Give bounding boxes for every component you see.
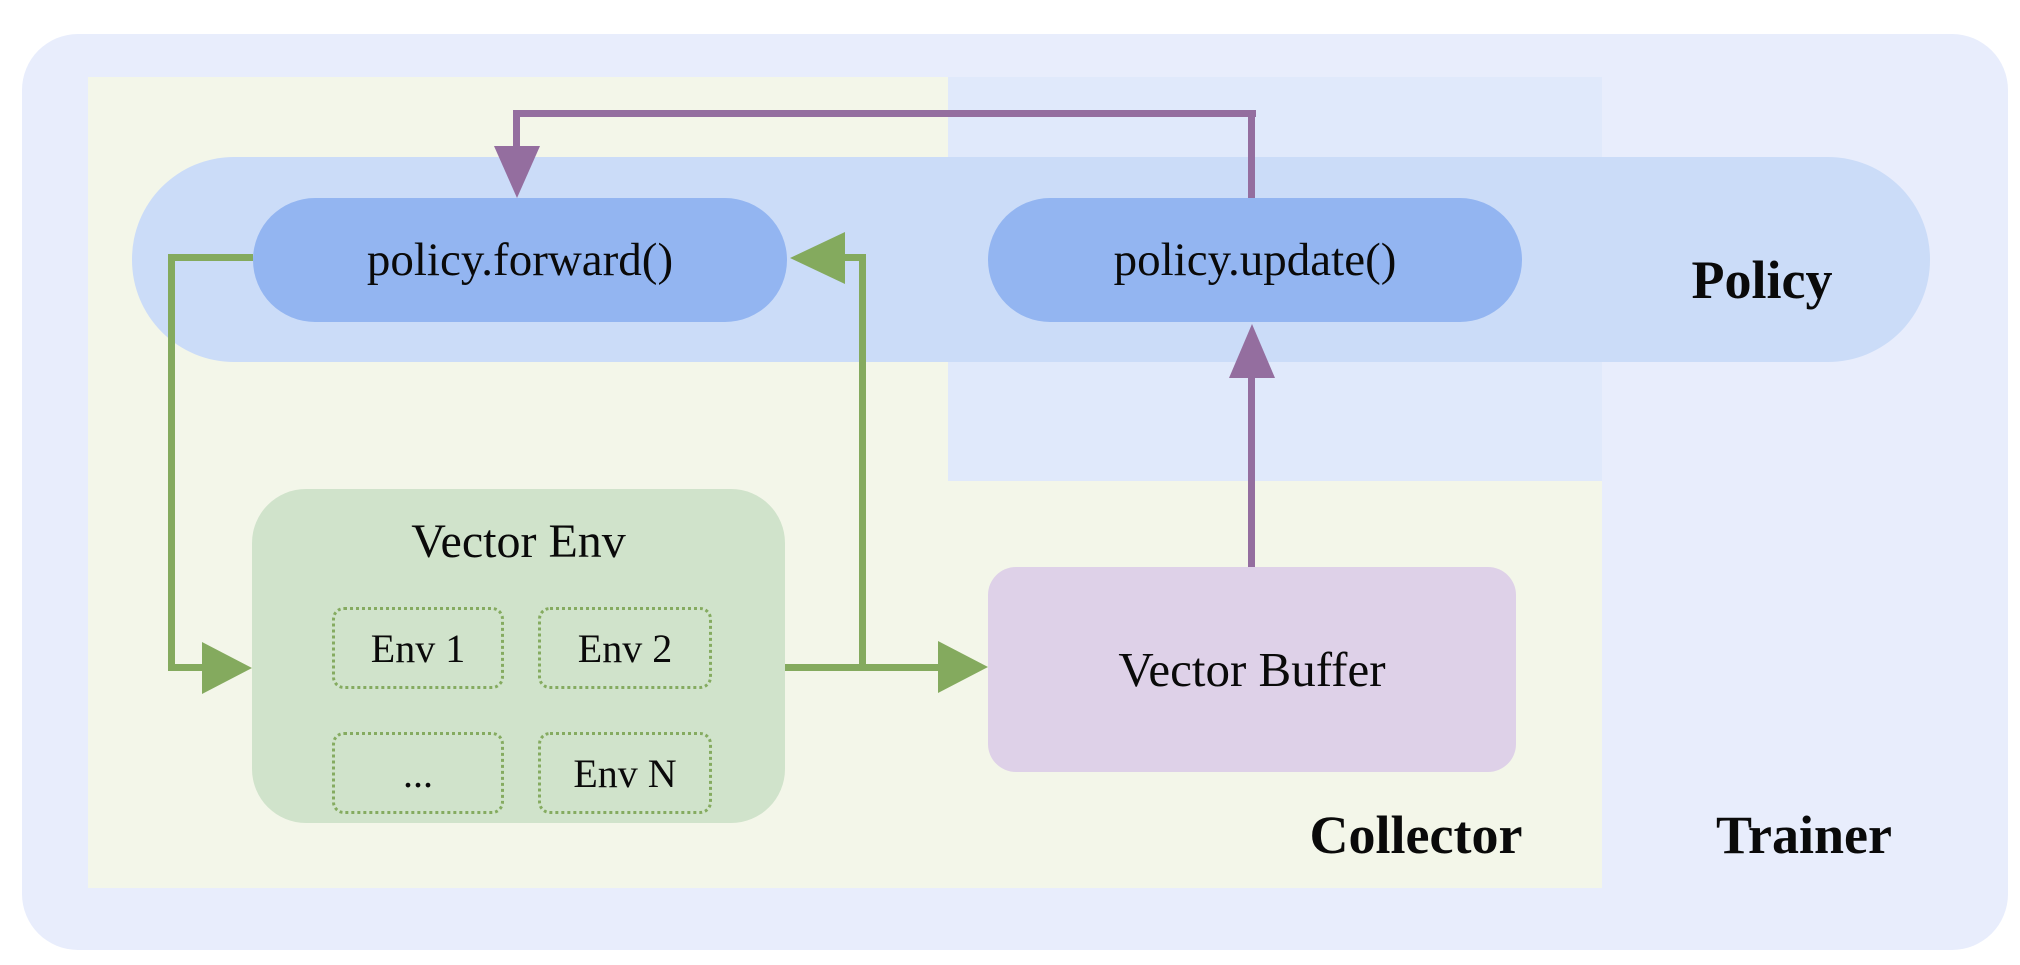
edge-buffer-to-update (1248, 378, 1255, 567)
vector-env-node (252, 489, 785, 823)
env-2-label: Env 2 (577, 625, 673, 671)
arrowhead-into-vector-buffer (938, 641, 988, 693)
trainer-region-label: Trainer (1716, 805, 1892, 865)
policy-update-label: policy.update() (1113, 234, 1397, 286)
edge-env-to-forward-top (845, 254, 866, 261)
edge-update-to-forward-horizontal (513, 110, 1256, 117)
edge-forward-to-env-drop (168, 254, 175, 671)
edge-env-to-forward-riser (859, 254, 866, 671)
policy-forward-label: policy.forward() (366, 234, 674, 286)
edge-update-to-forward-riser (1248, 110, 1255, 200)
vector-buffer-node: Vector Buffer (988, 567, 1516, 772)
edge-forward-to-env-bottom (168, 664, 202, 671)
vector-buffer-label: Vector Buffer (1118, 642, 1386, 697)
arrowhead-into-policy-forward-top (494, 146, 540, 198)
env-ellipsis-label: ... (403, 750, 433, 796)
edge-forward-to-env-top (168, 254, 253, 261)
edge-update-to-forward-drop (513, 110, 520, 148)
env-ellipsis-box: ... (332, 732, 504, 814)
arrowhead-into-policy-update-bottom (1229, 324, 1275, 378)
env-2-box: Env 2 (538, 607, 712, 689)
policy-forward-node: policy.forward() (253, 198, 787, 322)
arrowhead-into-policy-forward-right (790, 232, 845, 284)
policy-region-label: Policy (1691, 250, 1833, 310)
collector-region-label: Collector (1309, 805, 1523, 865)
arrowhead-into-vector-env (202, 642, 252, 694)
env-n-label: Env N (573, 750, 677, 796)
vector-env-title: Vector Env (411, 515, 626, 568)
env-1-label: Env 1 (370, 625, 466, 671)
policy-update-node: policy.update() (988, 198, 1522, 322)
env-1-box: Env 1 (332, 607, 504, 689)
env-n-box: Env N (538, 732, 712, 814)
